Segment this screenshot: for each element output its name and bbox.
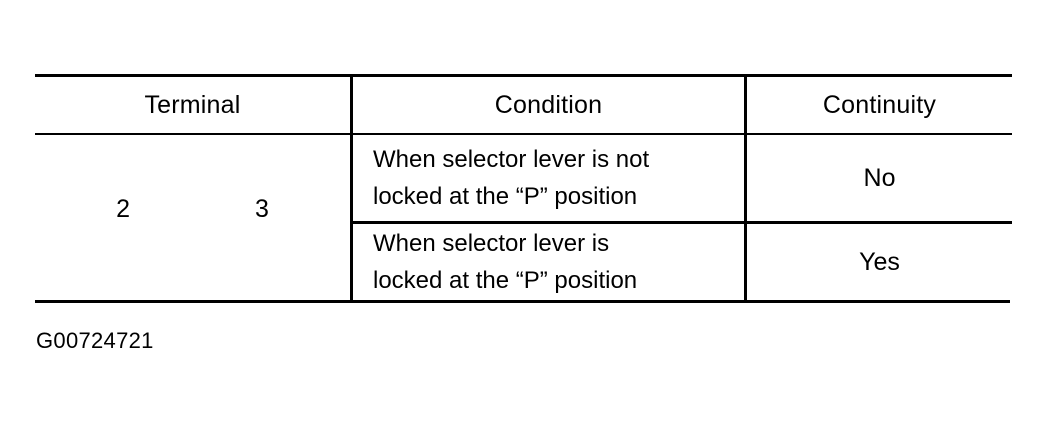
terminal-value-first: 2 xyxy=(116,195,130,223)
table-bottom-border xyxy=(35,300,1010,303)
terminal-value-pair: 2 3 xyxy=(35,195,350,224)
figure-caption: G00724721 xyxy=(36,328,154,353)
table-row-separator xyxy=(350,221,1012,224)
terminal-value-second: 3 xyxy=(255,195,269,223)
cell-terminal-values: 2 3 xyxy=(35,135,350,300)
cell-continuity-row2: Yes xyxy=(859,247,900,276)
table-top-border xyxy=(35,74,1012,77)
column-header-terminal: Terminal xyxy=(144,90,241,119)
continuity-table: Terminal Condition Continuity 2 3 When s… xyxy=(35,74,1012,303)
column-header-continuity: Continuity xyxy=(822,90,937,119)
column-header-condition: Condition xyxy=(494,90,603,119)
table-header-separator xyxy=(35,133,1012,135)
cell-continuity-row1: No xyxy=(863,163,896,192)
column-divider-condition-continuity xyxy=(744,74,747,303)
cell-condition-row1: When selector lever is not locked at the… xyxy=(373,146,650,210)
cell-condition-row2: When selector lever is locked at the “P”… xyxy=(373,230,638,294)
table-row: When selector lever is locked at the “P”… xyxy=(353,224,744,300)
table-row: When selector lever is not locked at the… xyxy=(353,135,744,221)
column-divider-terminal-condition xyxy=(350,74,353,303)
